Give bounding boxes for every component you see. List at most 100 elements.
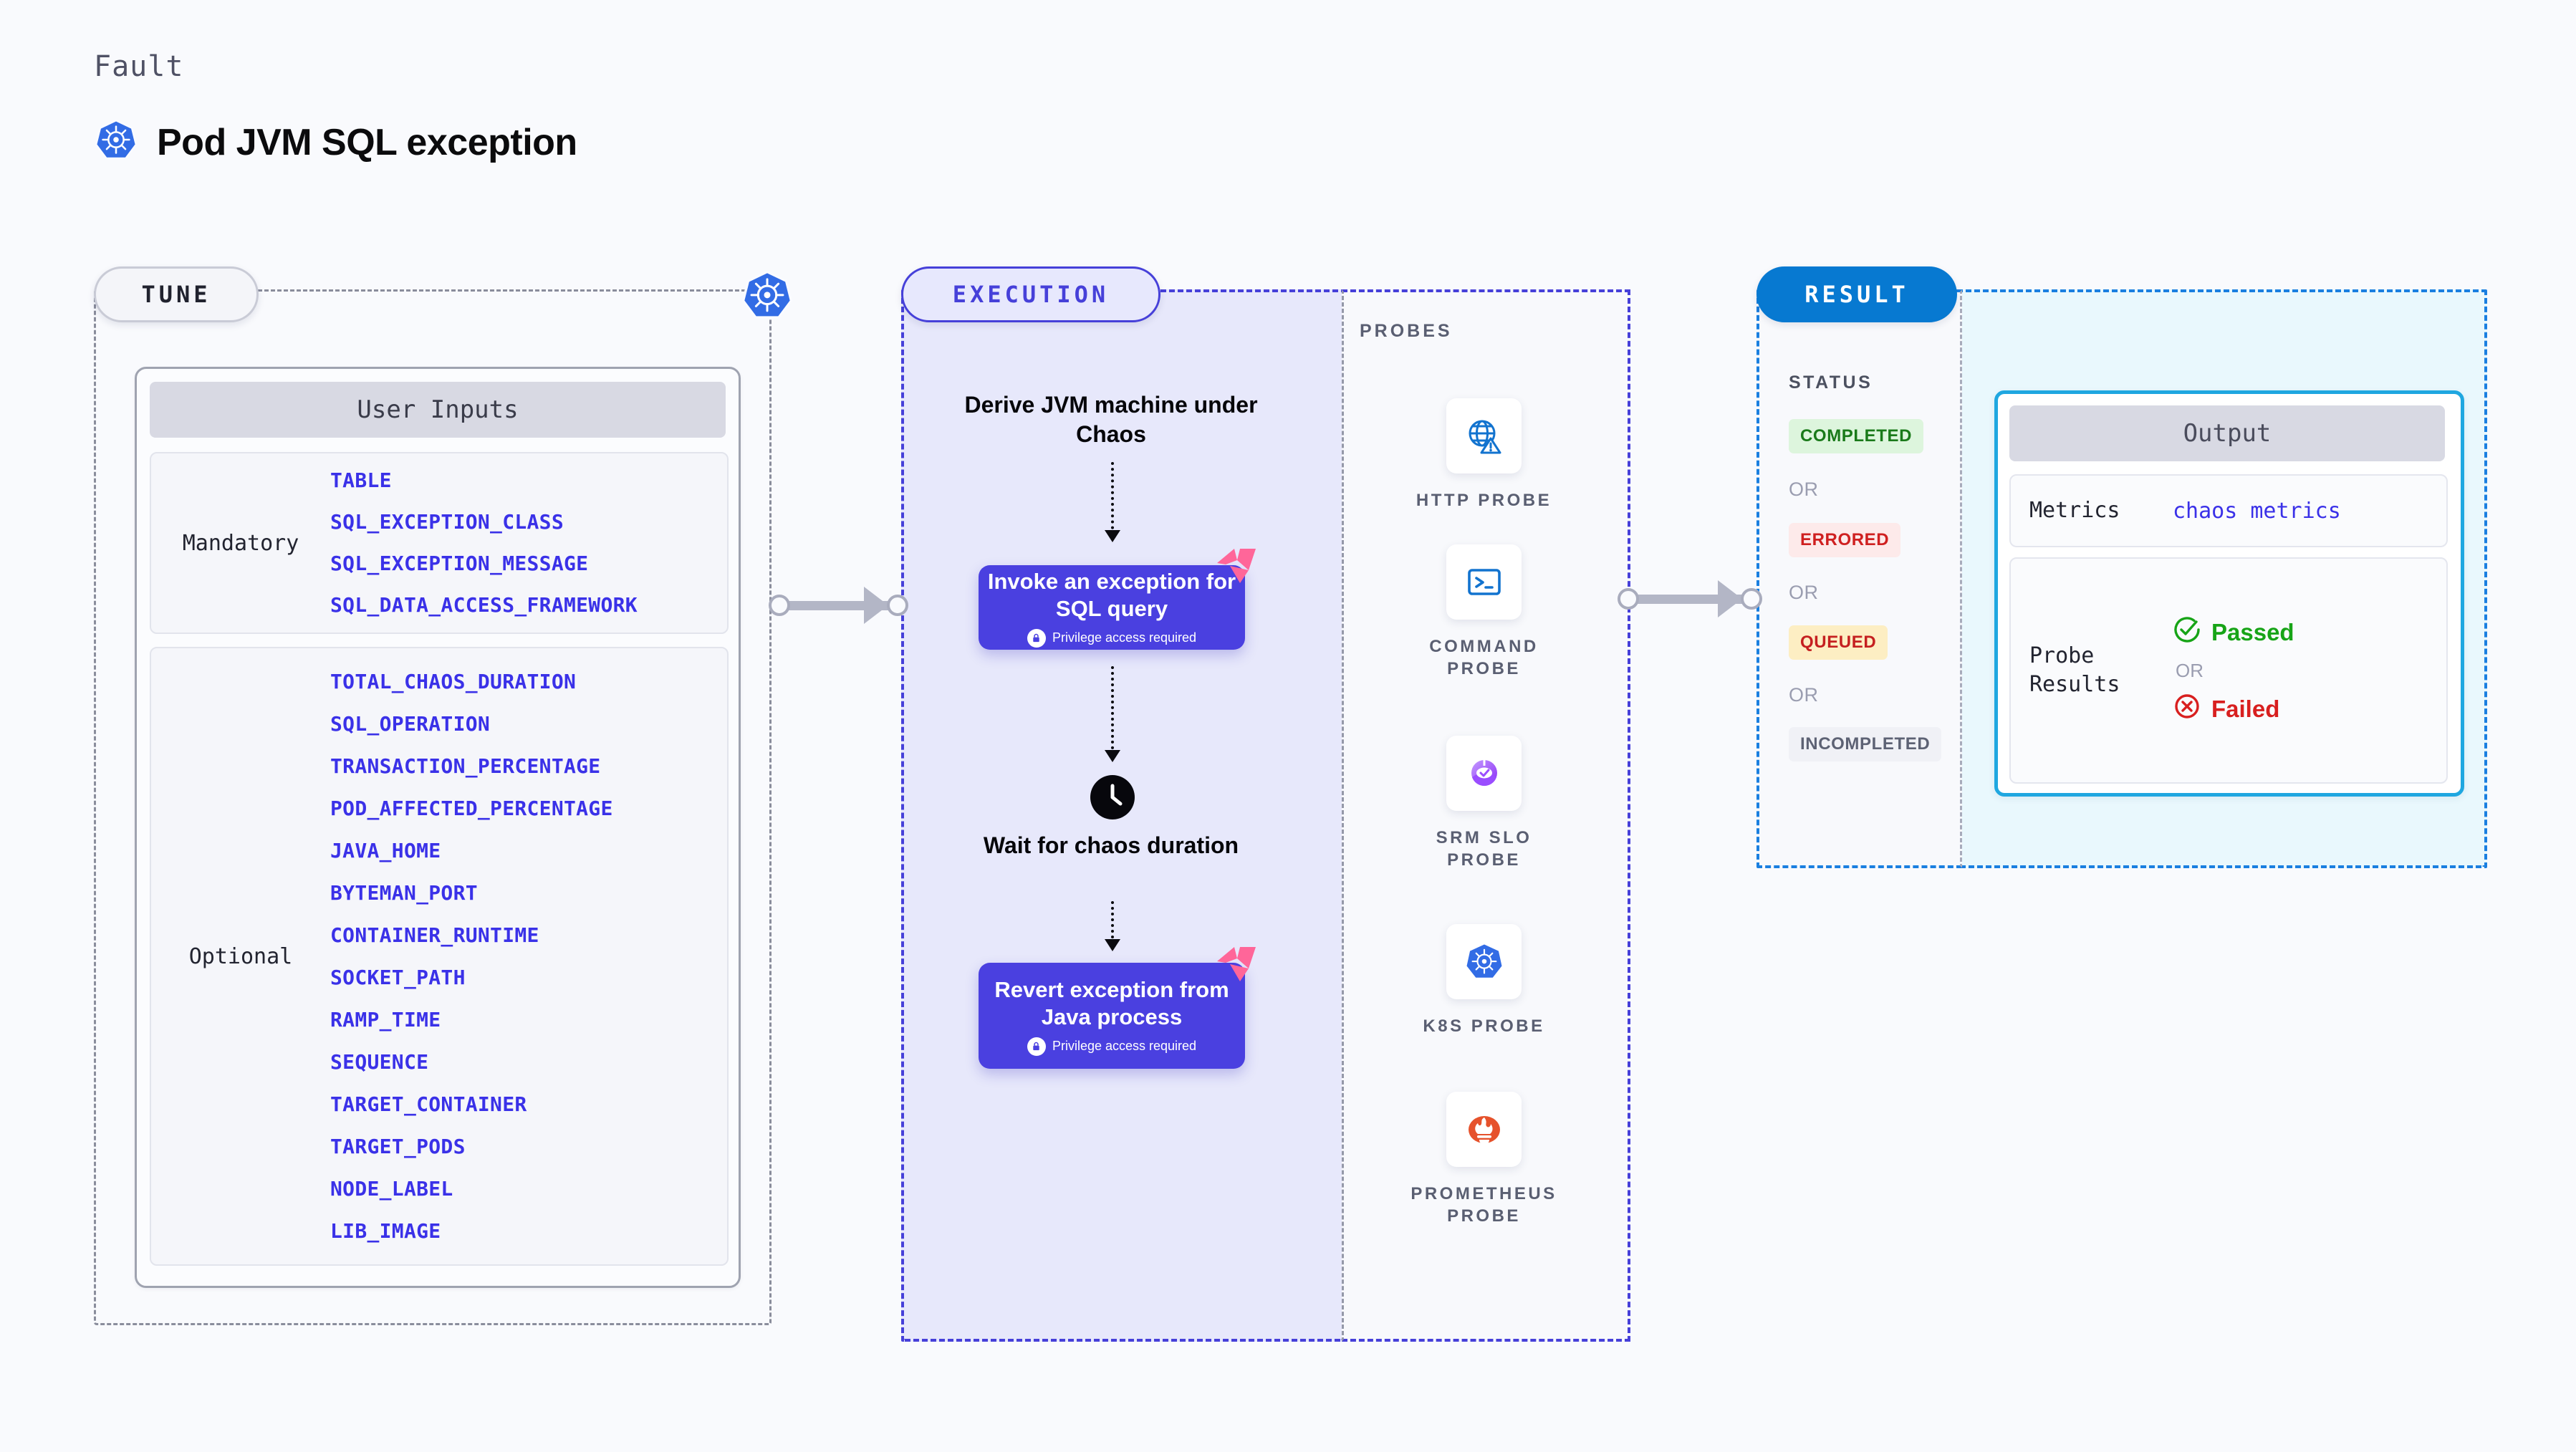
flow-arrow: [1105, 901, 1120, 951]
optional-items: TOTAL_CHAOS_DURATION SQL_OPERATION TRANS…: [330, 660, 613, 1252]
result-section-badge[interactable]: RESULT: [1756, 266, 1957, 322]
probe-label: PROMETHEUS PROBE: [1410, 1184, 1557, 1226]
input-name[interactable]: TARGET_PODS: [330, 1135, 466, 1158]
output-title: Output: [2009, 405, 2445, 461]
privilege-note-text: Privilege access required: [1052, 1039, 1197, 1053]
input-name[interactable]: TABLE: [330, 468, 392, 492]
execution-section-badge[interactable]: EXECUTION: [901, 266, 1160, 322]
probe-result-passed: Passed: [2173, 615, 2294, 650]
input-name[interactable]: SOCKET_PATH: [330, 966, 466, 989]
probe-item-command[interactable]: COMMAND PROBE: [1407, 544, 1561, 680]
input-name[interactable]: SQL_EXCEPTION_CLASS: [330, 510, 564, 534]
input-name[interactable]: SQL_DATA_ACCESS_FRAMEWORK: [330, 593, 638, 617]
globe-warning-icon: [1446, 398, 1522, 473]
execution-step-revert[interactable]: Revert exception from Java process Privi…: [979, 963, 1245, 1069]
flow-arrow: [1105, 462, 1120, 542]
metrics-label: Metrics: [2029, 498, 2120, 523]
status-badge-completed: COMPLETED: [1789, 419, 1924, 453]
probe-label: K8S PROBE: [1423, 1016, 1545, 1036]
srm-slo-icon: [1446, 736, 1522, 811]
or-separator: OR: [1789, 582, 1819, 603]
input-name[interactable]: SQL_OPERATION: [330, 712, 491, 736]
optional-inputs-group: Optional TOTAL_CHAOS_DURATION SQL_OPERAT…: [150, 647, 729, 1266]
input-name[interactable]: TRANSACTION_PERCENTAGE: [330, 754, 601, 778]
status-badge-queued: QUEUED: [1789, 625, 1888, 660]
input-name[interactable]: SEQUENCE: [330, 1050, 429, 1074]
mandatory-label: Mandatory: [182, 530, 299, 556]
kubernetes-icon: [94, 118, 138, 166]
fault-eyebrow-label: Fault: [94, 50, 184, 83]
clock-icon: [1090, 775, 1135, 819]
connector-arrowhead: [864, 587, 888, 624]
status-badge-incompleted: INCOMPLETED: [1789, 727, 1942, 761]
execution-step-derive: Derive JVM machine under Chaos: [964, 392, 1258, 447]
probe-item-srm-slo[interactable]: SRM SLO PROBE: [1407, 736, 1561, 871]
input-name[interactable]: NODE_LABEL: [330, 1177, 453, 1201]
tune-section-panel: [94, 289, 772, 1325]
probe-item-http[interactable]: HTTP PROBE: [1407, 398, 1561, 511]
input-name[interactable]: BYTEMAN_PORT: [330, 881, 478, 905]
terminal-icon: [1446, 544, 1522, 620]
optional-label: Optional: [188, 943, 293, 969]
kubernetes-icon: [1446, 924, 1522, 999]
mandatory-inputs-group: Mandatory TABLE SQL_EXCEPTION_CLASS SQL_…: [150, 452, 729, 634]
user-inputs-card: User Inputs Mandatory TABLE SQL_EXCEPTIO…: [135, 367, 741, 1288]
page-title-row: Pod JVM SQL exception: [94, 118, 577, 166]
probe-item-prometheus[interactable]: PROMETHEUS PROBE: [1407, 1092, 1561, 1227]
mandatory-items: TABLE SQL_EXCEPTION_CLASS SQL_EXCEPTION_…: [330, 460, 638, 626]
user-inputs-title: User Inputs: [150, 382, 726, 438]
probe-item-k8s[interactable]: K8S PROBE: [1407, 924, 1561, 1037]
probes-section-label: PROBES: [1360, 321, 1453, 341]
connector-endpoint: [769, 595, 790, 616]
step-title: Revert exception from Java process: [994, 976, 1229, 1029]
probe-result-failed: Failed: [2173, 692, 2294, 726]
kubernetes-icon: [741, 269, 794, 322]
execution-step-wait: Wait for chaos duration: [983, 832, 1239, 858]
privilege-note: Privilege access required: [1027, 628, 1197, 648]
prometheus-icon: [1446, 1092, 1522, 1167]
probe-label: HTTP PROBE: [1416, 491, 1552, 510]
probe-label: COMMAND PROBE: [1429, 637, 1539, 678]
input-name[interactable]: LIB_IMAGE: [330, 1219, 441, 1243]
connector-endpoint: [887, 595, 908, 616]
input-name[interactable]: SQL_EXCEPTION_MESSAGE: [330, 552, 589, 575]
probe-results-values: Passed OR Failed: [2173, 615, 2294, 726]
privilege-note: Privilege access required: [1027, 1037, 1196, 1056]
metrics-value[interactable]: chaos metrics: [2173, 498, 2341, 524]
output-metrics-row: Metrics chaos metrics: [2009, 474, 2448, 547]
input-name[interactable]: RAMP_TIME: [330, 1008, 441, 1032]
privilege-note-text: Privilege access required: [1052, 630, 1197, 645]
harness-icon: [1216, 946, 1257, 983]
input-name[interactable]: JAVA_HOME: [330, 839, 441, 862]
connector-arrowhead: [1718, 580, 1742, 617]
harness-icon: [1216, 547, 1257, 585]
lock-icon: [1027, 628, 1046, 648]
status-column-label: STATUS: [1789, 372, 1873, 393]
page-title: Pod JVM SQL exception: [157, 121, 577, 163]
lock-icon: [1027, 1037, 1046, 1056]
connector-endpoint: [1618, 588, 1639, 610]
connector-tune-to-execution: [769, 587, 908, 624]
input-name[interactable]: TARGET_CONTAINER: [330, 1092, 527, 1116]
input-name[interactable]: POD_AFFECTED_PERCENTAGE: [330, 797, 613, 820]
connector-probes-to-result: [1618, 580, 1762, 617]
failed-label: Failed: [2211, 695, 2280, 722]
x-circle-icon: [2173, 692, 2201, 726]
check-circle-icon: [2173, 615, 2201, 650]
or-separator: OR: [1789, 684, 1819, 706]
input-name[interactable]: CONTAINER_RUNTIME: [330, 923, 539, 947]
flow-arrow: [1105, 666, 1120, 762]
probe-label: SRM SLO PROBE: [1436, 828, 1532, 870]
execution-step-invoke[interactable]: Invoke an exception for SQL query Privil…: [979, 565, 1245, 650]
passed-label: Passed: [2211, 618, 2294, 645]
tune-section-badge[interactable]: TUNE: [94, 266, 259, 322]
status-badge-errored: ERRORED: [1789, 523, 1901, 557]
input-name[interactable]: TOTAL_CHAOS_DURATION: [330, 670, 577, 693]
or-separator: OR: [2176, 659, 2203, 681]
connector-endpoint: [1741, 588, 1762, 610]
or-separator: OR: [1789, 479, 1819, 500]
step-title: Invoke an exception for SQL query: [987, 568, 1236, 621]
